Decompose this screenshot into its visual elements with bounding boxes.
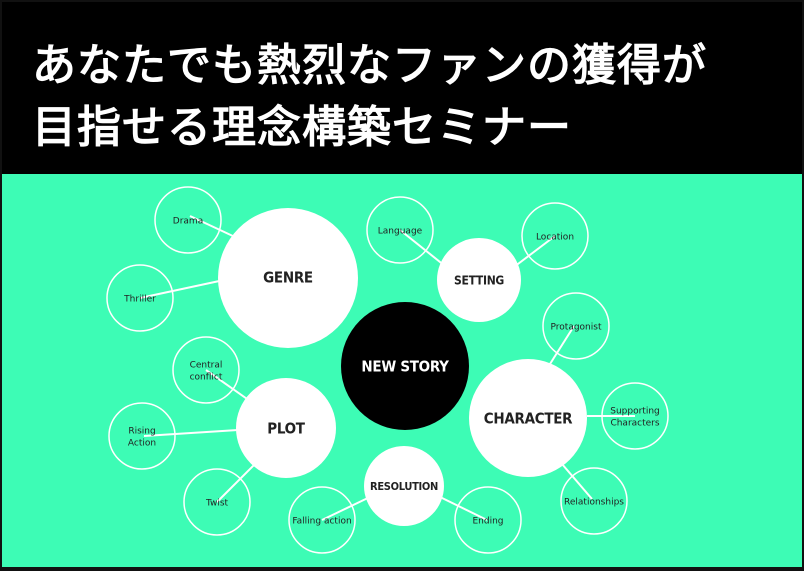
leaf-label-relationships: Relationships (564, 498, 624, 508)
title-banner: あなたでも熱烈なファンの獲得が 目指せる理念構築セミナー (2, 2, 802, 174)
leaf-node-location (521, 202, 589, 270)
connector-character-protagonist (549, 325, 575, 365)
leaf-label-location: Location (536, 233, 574, 243)
leaf-label-language: Language (378, 227, 423, 237)
leaf-label-supporting-1: Supporting (610, 407, 660, 417)
branch-node-plot (236, 378, 336, 478)
leaf-label-rising-1: Rising (128, 427, 155, 437)
leaf-label-falling-action: Falling action (292, 517, 351, 527)
branch-label-resolution: RESOLUTION (370, 480, 438, 493)
leaf-node-central-conflict (172, 336, 240, 404)
leaf-node-supporting-characters (601, 382, 669, 450)
leaf-nodes (106, 186, 669, 554)
connector-resolution-ending (437, 495, 488, 521)
mind-map-diagram: Drama Thriller Language Location Protago… (106, 186, 669, 554)
leaf-label-supporting-2: Characters (610, 419, 659, 429)
branch-node-resolution (364, 446, 444, 526)
leaf-node-language (366, 196, 434, 264)
branch-node-setting (437, 238, 521, 322)
branch-node-character (469, 359, 587, 477)
connector-character-relationships (561, 463, 593, 500)
center-label: NEW STORY (361, 358, 449, 376)
branch-node-genre (218, 208, 358, 348)
connector-plot-rising (143, 429, 239, 437)
leaf-label-rising-2: Action (128, 439, 156, 449)
leaf-node-drama (154, 186, 222, 254)
leaf-node-thriller (106, 264, 174, 332)
leaf-label-drama: Drama (173, 217, 203, 227)
leaf-label-ending: Ending (472, 517, 503, 527)
leaf-label-central-1: Central (190, 361, 223, 371)
branch-label-setting: SETTING (454, 274, 504, 288)
branch-label-genre: GENRE (263, 269, 313, 287)
branch-label-plot: PLOT (267, 420, 306, 438)
connector-genre-thriller (139, 279, 225, 299)
leaf-node-rising-action (108, 402, 176, 470)
title-line-1: あなたでも熱烈なファンの獲得が (32, 40, 707, 91)
title-line-2: 目指せる理念構築セミナー (32, 102, 572, 153)
leaf-label-central-2: conflict (190, 373, 223, 383)
leaf-node-twist (183, 468, 251, 536)
leaf-node-protagonist (542, 292, 610, 360)
mind-map-canvas: Drama Thriller Language Location Protago… (2, 174, 802, 567)
leaf-label-protagonist: Protagonist (551, 323, 602, 333)
leaf-node-ending (454, 486, 522, 554)
connector-resolution-falling (321, 495, 373, 521)
branch-label-character: CHARACTER (484, 410, 573, 428)
connector-plot-twist (216, 458, 261, 503)
bottom-border (0, 567, 804, 571)
leaf-label-thriller: Thriller (123, 295, 156, 305)
center-node (341, 302, 469, 430)
leaf-node-relationships (560, 467, 628, 535)
leaf-node-falling-action (288, 486, 356, 554)
leaf-label-twist: Twist (205, 499, 229, 509)
